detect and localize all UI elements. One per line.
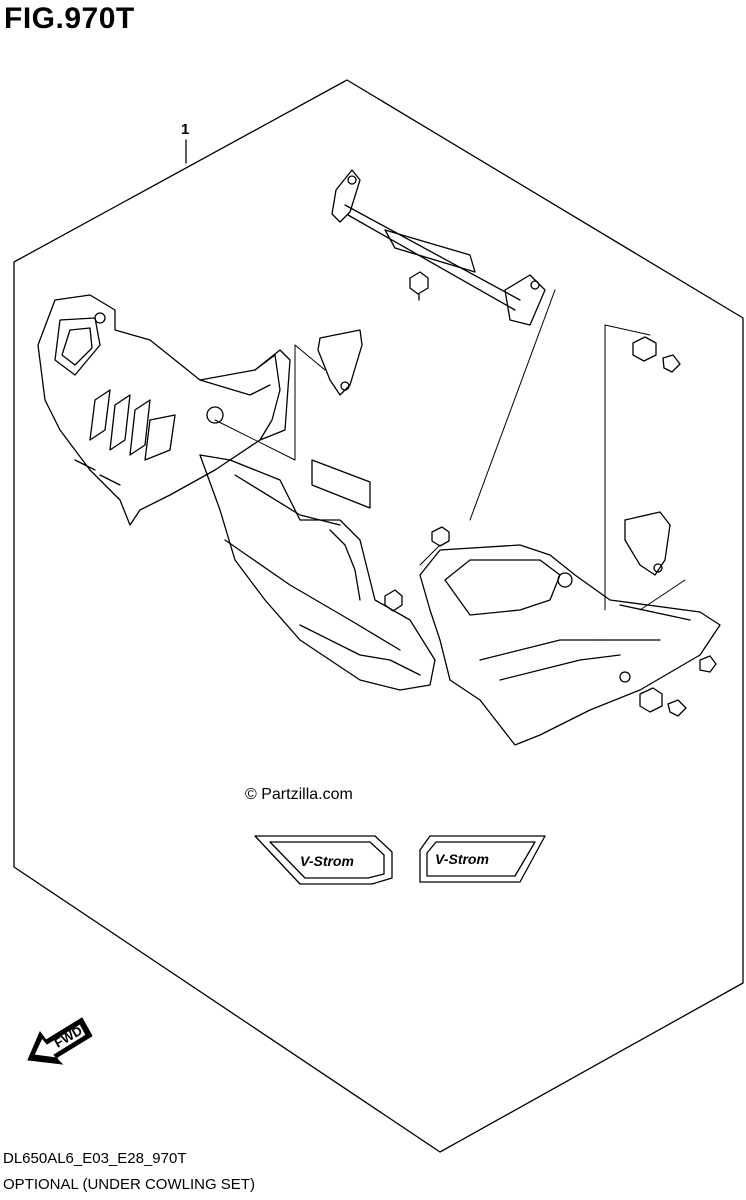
watermark: © Partzilla.com — [245, 786, 353, 803]
bolt-top — [409, 271, 429, 301]
leader-center — [419, 544, 441, 566]
bolt-center-top — [431, 526, 450, 547]
bolt-center-left — [384, 589, 403, 612]
under-cowling-right — [419, 544, 721, 746]
collar-bolt-right-top — [632, 336, 681, 373]
fwd-arrow-icon: FWD — [27, 1017, 93, 1065]
side-bracket-right — [624, 511, 671, 576]
drawing-code: DL650AL6_E03_E28_970T — [3, 1150, 187, 1167]
leader-bottom-right — [639, 579, 686, 611]
emblem-left — [254, 835, 393, 885]
emblem-right-text: V-Strom — [435, 851, 489, 867]
part-callout-1: 1 — [181, 121, 189, 138]
emblem-left-text: V-Strom — [300, 853, 354, 869]
mounting-bracket-bar — [331, 169, 546, 326]
under-cowling-left — [37, 294, 291, 526]
leader-right-2 — [604, 324, 651, 336]
leader-bar — [469, 289, 556, 521]
figure-title: FIG.970T — [4, 2, 135, 35]
leader-left — [214, 344, 326, 461]
figure-caption: OPTIONAL (UNDER COWLING SET) — [3, 1176, 255, 1193]
under-cowling-center — [199, 454, 436, 691]
collar-bolt-right-bottom — [639, 655, 717, 717]
side-bracket-left — [317, 329, 363, 396]
rubber-pad — [311, 459, 371, 509]
emblem-right — [419, 835, 546, 883]
assembly-boundary — [13, 79, 744, 1153]
